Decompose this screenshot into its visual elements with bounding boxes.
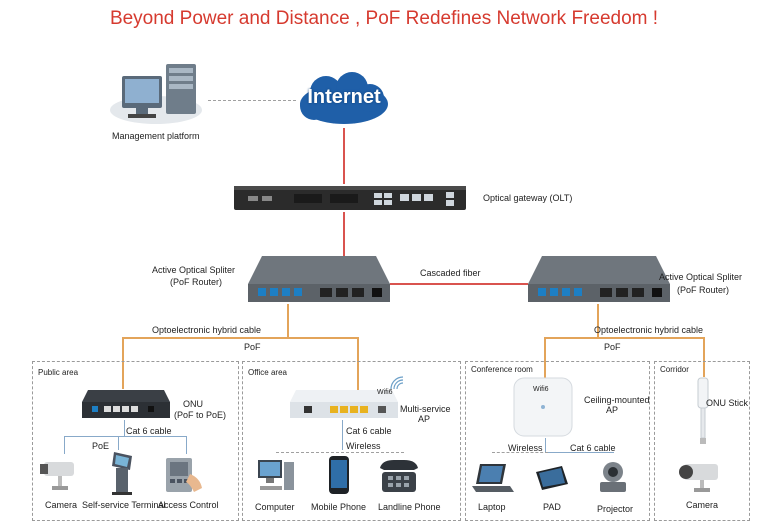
office-ap-label-1: Multi-service <box>400 404 451 414</box>
hybrid-cable-right-conf <box>544 337 546 387</box>
onu-label-1: ONU <box>183 399 203 409</box>
management-link <box>208 100 296 101</box>
server-computer-icon <box>108 58 208 130</box>
conference-cat6-label: Cat 6 cable <box>570 443 616 453</box>
hybrid-cable-left-public <box>122 337 124 389</box>
conference-wireless-label: Wireless <box>508 443 543 453</box>
conference-cat6-drop <box>545 438 546 452</box>
public-cat6-drop <box>124 420 125 436</box>
optical-splitter-right <box>528 254 670 304</box>
device-label-pad: PAD <box>543 502 561 512</box>
onu-label-2: (PoF to PoE) <box>174 410 227 420</box>
corridor-camera-icon <box>676 458 726 496</box>
device-label-computer: Computer <box>255 502 295 512</box>
conference-ap-label-1: Ceiling-mounted <box>584 395 650 405</box>
hybrid-cable-left-drop <box>287 304 289 338</box>
tablet-icon <box>532 464 570 494</box>
optical-splitter-left <box>248 254 390 304</box>
hybrid-cable-left-office <box>357 337 359 391</box>
internet-label: Internet <box>307 86 381 108</box>
office-ap-label-2: AP <box>418 414 431 424</box>
public-cat6-bus <box>64 436 186 437</box>
hybrid-cable-left-label: Optoelectronic hybrid cable <box>152 325 262 335</box>
conference-ap-badge: Wifi6 <box>533 386 549 393</box>
public-drop-camera <box>64 436 65 454</box>
office-area-title: Office area <box>248 368 287 377</box>
conference-room-zone <box>465 361 650 521</box>
conference-room-title: Conference room <box>471 365 533 374</box>
management-platform-label: Management platform <box>112 131 200 141</box>
hybrid-cable-left-bus <box>122 337 358 339</box>
device-label-camera: Camera <box>45 500 78 510</box>
internet-cloud-icon: Internet <box>296 72 392 130</box>
corridor-title: Corridor <box>660 365 689 374</box>
public-drop-terminal <box>118 436 119 450</box>
device-label-terminal: Self-service Terminal <box>82 500 166 510</box>
splitter-right-label-1: Active Optical Spliter <box>659 272 743 282</box>
office-wireless-label: Wireless <box>346 441 381 451</box>
office-cat6-drop <box>342 420 343 450</box>
olt-to-splitter-fiber <box>343 212 345 256</box>
computer-icon <box>256 456 296 496</box>
olt-device <box>234 184 466 212</box>
diagram-title: Beyond Power and Distance , PoF Redefine… <box>109 8 659 29</box>
device-label-landline: Landline Phone <box>378 502 441 512</box>
cascaded-fiber-label: Cascaded fiber <box>420 268 481 278</box>
laptop-icon <box>470 462 514 496</box>
projector-icon <box>596 456 630 496</box>
device-label-projector: Projector <box>597 504 634 514</box>
splitter-left-label-2: (PoF Router) <box>170 277 223 287</box>
corridor-zone <box>654 361 750 521</box>
uplink-fiber <box>343 128 345 184</box>
onu-stick-label: ONU Stick <box>706 398 749 408</box>
public-drop-access <box>186 436 187 454</box>
cascaded-fiber-line <box>390 283 528 285</box>
pof-left-label: PoF <box>244 342 261 352</box>
public-area-zone <box>32 361 239 521</box>
device-label-mobile: Mobile Phone <box>311 502 367 512</box>
onu-device <box>82 388 170 420</box>
device-label-access: Access Control <box>158 500 219 510</box>
landline-phone-icon <box>376 458 422 496</box>
olt-label: Optical gateway (OLT) <box>483 193 573 203</box>
access-control-icon <box>162 456 208 496</box>
conference-wireless-bus <box>492 452 548 453</box>
conference-cat6-bus <box>548 452 614 453</box>
hybrid-cable-right-bus <box>544 337 704 339</box>
hybrid-cable-right-corridor <box>703 337 705 377</box>
office-wireless-bus <box>276 452 404 453</box>
public-area-title: Public area <box>38 368 79 377</box>
splitter-left-label-1: Active Optical Spliter <box>152 265 236 275</box>
splitter-right-label-2: (PoF Router) <box>677 285 730 295</box>
ceiling-ap-device <box>512 376 574 438</box>
office-area-zone <box>242 361 461 521</box>
onu-stick-icon <box>694 376 712 448</box>
conference-ap-label-2: AP <box>606 405 619 415</box>
hybrid-cable-right-drop <box>597 304 599 338</box>
camera-icon <box>38 456 82 496</box>
self-service-terminal-icon <box>106 450 136 496</box>
mobile-phone-icon <box>326 454 352 496</box>
wifi-signal-icon <box>388 374 406 392</box>
office-ap-badge: Wifi6 <box>377 389 393 396</box>
public-cat6-label: Cat 6 cable <box>126 426 172 436</box>
multi-service-ap-device <box>290 390 398 420</box>
device-label-laptop: Laptop <box>478 502 506 512</box>
device-label-corridor-camera: Camera <box>686 500 719 510</box>
public-poe-label: PoE <box>92 441 110 451</box>
pof-right-label: PoF <box>604 342 621 352</box>
hybrid-cable-right-label: Optoelectronic hybrid cable <box>594 325 704 335</box>
office-cat6-label: Cat 6 cable <box>346 426 392 436</box>
